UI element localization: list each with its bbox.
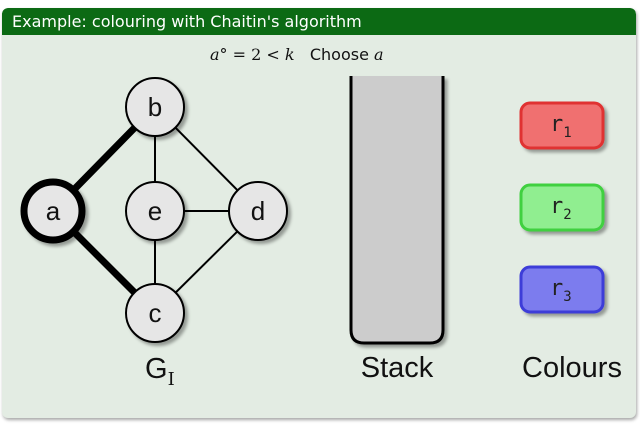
register-r1-sub: 1 xyxy=(563,125,571,141)
stack-container xyxy=(349,76,445,345)
node-label-b: b xyxy=(148,92,162,122)
slide-title: Example: colouring with Chaitin's algori… xyxy=(12,12,362,31)
node-label-e: e xyxy=(148,196,162,226)
register-r3-name: r xyxy=(550,276,563,301)
graph-label-main: G xyxy=(145,353,168,385)
condition-text: a° = 2 < k Choose a xyxy=(210,45,384,64)
graph-node-e[interactable]: e xyxy=(125,181,185,241)
register-r2-sub: 2 xyxy=(563,207,571,223)
title-bar: Example: colouring with Chaitin's algori… xyxy=(2,8,636,35)
node-label-d: d xyxy=(251,196,265,226)
condition-choice: a xyxy=(374,45,384,64)
register-r1-label: r1 xyxy=(550,112,572,141)
node-label-c: c xyxy=(149,298,162,328)
stack-label: Stack xyxy=(361,352,434,384)
condition-expr: ° = 2 < xyxy=(219,45,285,64)
register-r2[interactable]: r2 xyxy=(519,183,605,232)
graph-node-c[interactable]: c xyxy=(125,283,185,343)
register-r2-label: r2 xyxy=(550,194,572,223)
condition-var: a xyxy=(210,45,220,64)
condition-k: k xyxy=(284,45,295,64)
register-r3-label: r3 xyxy=(550,276,572,305)
register-r3[interactable]: r3 xyxy=(519,265,605,314)
colours-label: Colours xyxy=(522,352,622,384)
graph-node-b[interactable]: b xyxy=(125,77,185,137)
register-r1-name: r xyxy=(550,112,563,137)
graph-node-a[interactable]: a xyxy=(20,178,86,244)
node-label-a: a xyxy=(46,196,61,226)
register-r1[interactable]: r1 xyxy=(519,101,605,150)
graph-label: GI xyxy=(145,353,175,390)
condition-action: Choose xyxy=(309,45,369,64)
graph-label-sub: I xyxy=(168,369,175,390)
graph-node-d[interactable]: d xyxy=(228,181,288,241)
register-r2-name: r xyxy=(550,194,563,219)
register-r3-sub: 3 xyxy=(563,289,571,305)
